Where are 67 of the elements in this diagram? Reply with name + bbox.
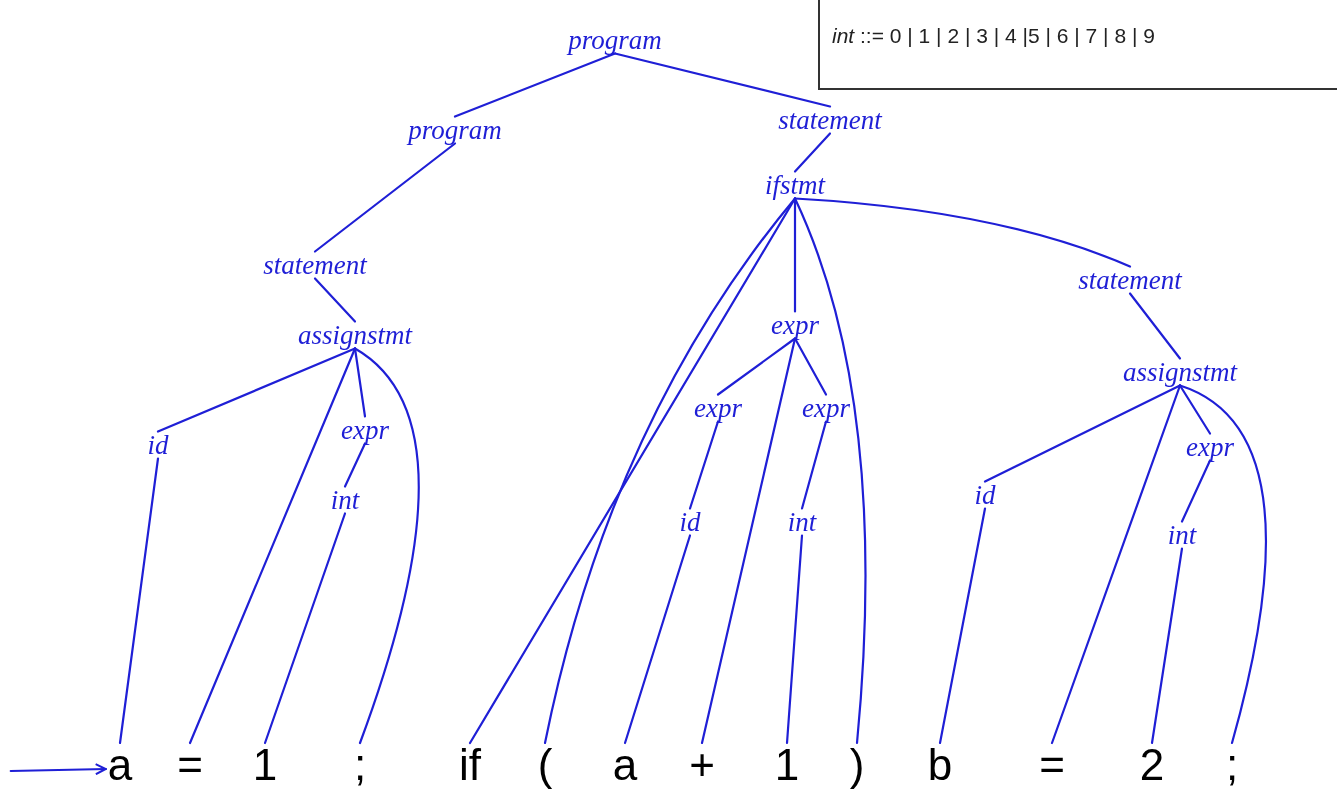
tree-branch-line — [353, 347, 420, 745]
tree-branch-line — [543, 197, 797, 745]
tree-node-label: expr — [771, 311, 819, 339]
tree-node-label: statement — [778, 106, 882, 134]
tree-node-label: id — [974, 481, 996, 509]
tree-branch-line — [793, 197, 867, 745]
source-token: ) — [849, 743, 865, 787]
tree-node-label: program — [568, 26, 662, 54]
source-token: = — [177, 743, 203, 787]
tree-branch-line — [785, 534, 804, 745]
tree-node-label: expr — [1186, 433, 1234, 461]
source-token: = — [1039, 743, 1065, 787]
source-token: ; — [353, 743, 367, 787]
tree-node-label: assignstmt — [298, 321, 412, 349]
tree-branch-line — [353, 347, 367, 418]
tree-branch-line — [688, 420, 720, 510]
tree-node-label: id — [147, 431, 169, 459]
tree-branch-line — [1178, 384, 1212, 435]
tree-node-label: assignstmt — [1123, 358, 1237, 386]
arrow — [9, 763, 107, 776]
tree-branch-line — [793, 197, 1132, 268]
tree-branch-line — [716, 337, 797, 396]
tree-node-label: statement — [263, 251, 367, 279]
tree-branch-line — [1150, 547, 1184, 745]
tree-branch-line — [313, 142, 457, 253]
tree-branch-line — [613, 52, 832, 108]
tree-branch-line — [156, 347, 357, 433]
tree-node-label: id — [679, 508, 701, 536]
source-token: 1 — [774, 743, 800, 787]
tree-branch-line — [983, 384, 1182, 483]
tree-branch-line — [793, 132, 832, 173]
tree-node-label: ifstmt — [765, 171, 825, 199]
tree-node-label: int — [787, 508, 817, 536]
tree-node-label: statement — [1078, 266, 1182, 294]
tree-branch-line — [938, 507, 987, 745]
source-token: ( — [537, 743, 553, 787]
grammar-rule: int ::= 0 | 1 | 2 | 3 | 4 |5 | 6 | 7 | 8 | 9 — [832, 23, 1156, 49]
source-token: + — [689, 743, 715, 787]
source-token: b — [927, 743, 953, 787]
tree-branch-line — [313, 277, 357, 323]
source-token: 2 — [1139, 743, 1165, 787]
tree-branch-line — [1180, 459, 1212, 523]
source-token: if — [459, 743, 481, 787]
tree-branch-line — [800, 420, 828, 510]
tree-branch-line — [1050, 384, 1182, 745]
tree-node-label: expr — [341, 416, 389, 444]
tree-branch-line — [263, 512, 347, 745]
tree-node-label: expr — [694, 394, 742, 422]
source-token: 1 — [252, 743, 278, 787]
tree-branch-line — [453, 52, 617, 118]
tree-node-label: expr — [802, 394, 850, 422]
tree-branch-line — [793, 337, 828, 396]
tree-branch-line — [1128, 292, 1182, 360]
grammar-box — [818, 0, 1337, 90]
tree-branch-line — [1178, 384, 1267, 745]
tree-branch-line — [118, 457, 160, 745]
source-token: ; — [1225, 743, 1239, 787]
tree-node-label: int — [330, 486, 360, 514]
source-token: a — [107, 743, 133, 787]
tree-node-label: program — [408, 116, 502, 144]
source-token: a — [612, 743, 638, 787]
tree-branch-line — [188, 347, 357, 745]
tree-node-label: int — [1167, 521, 1197, 549]
tree-branch-line — [793, 197, 797, 313]
tree-branch-line — [343, 442, 367, 488]
tree-branch-line — [623, 534, 692, 745]
tree-branch-line — [700, 337, 797, 745]
